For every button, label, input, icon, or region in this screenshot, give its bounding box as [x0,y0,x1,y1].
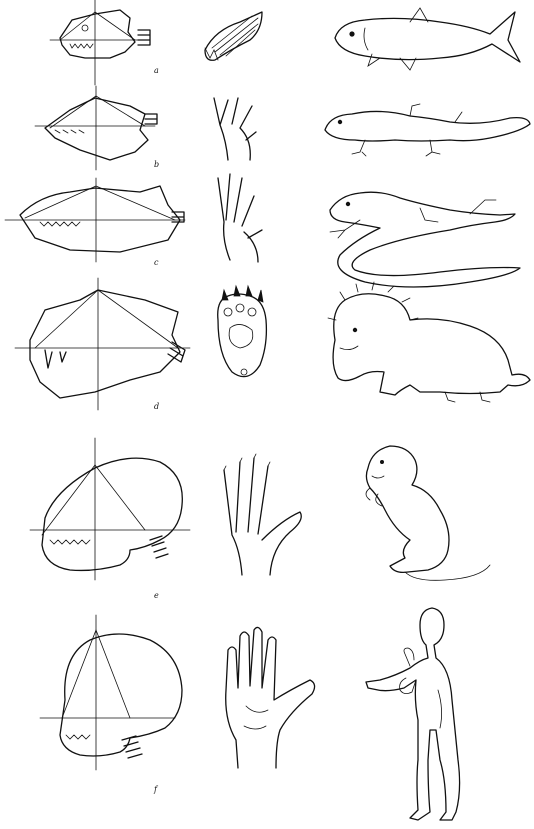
row-b [35,86,530,170]
human-skull-icon [40,615,182,770]
row-label-e: e [154,591,159,600]
fin-icon [205,12,262,60]
monkey-skull-icon [30,438,190,580]
fish-icon [335,8,520,70]
row-a [50,0,520,85]
row-d [15,278,530,410]
lizard-foot-icon [218,174,262,262]
monkey-icon [366,446,490,580]
row-e [30,438,490,580]
row-f [40,608,460,820]
salamander-icon [325,104,530,156]
amphibian-skull-icon [35,86,157,170]
row-label-b: b [154,160,159,169]
lizard-icon [330,192,520,287]
salamander-foot-icon [214,98,256,160]
fish-skull-icon [50,0,150,85]
row-c [5,174,520,287]
row-label-c: c [154,258,158,267]
row-label-a: a [154,66,159,75]
human-hand-icon [226,627,315,768]
row-label-d: d [154,402,159,411]
lion-icon [328,282,530,402]
reptile-skull-icon [5,178,185,262]
monkey-hand-icon [224,454,301,575]
paw-icon [218,286,267,377]
row-label-f: f [154,785,157,794]
lion-skull-icon [15,278,190,410]
human-figure-icon [366,608,460,820]
